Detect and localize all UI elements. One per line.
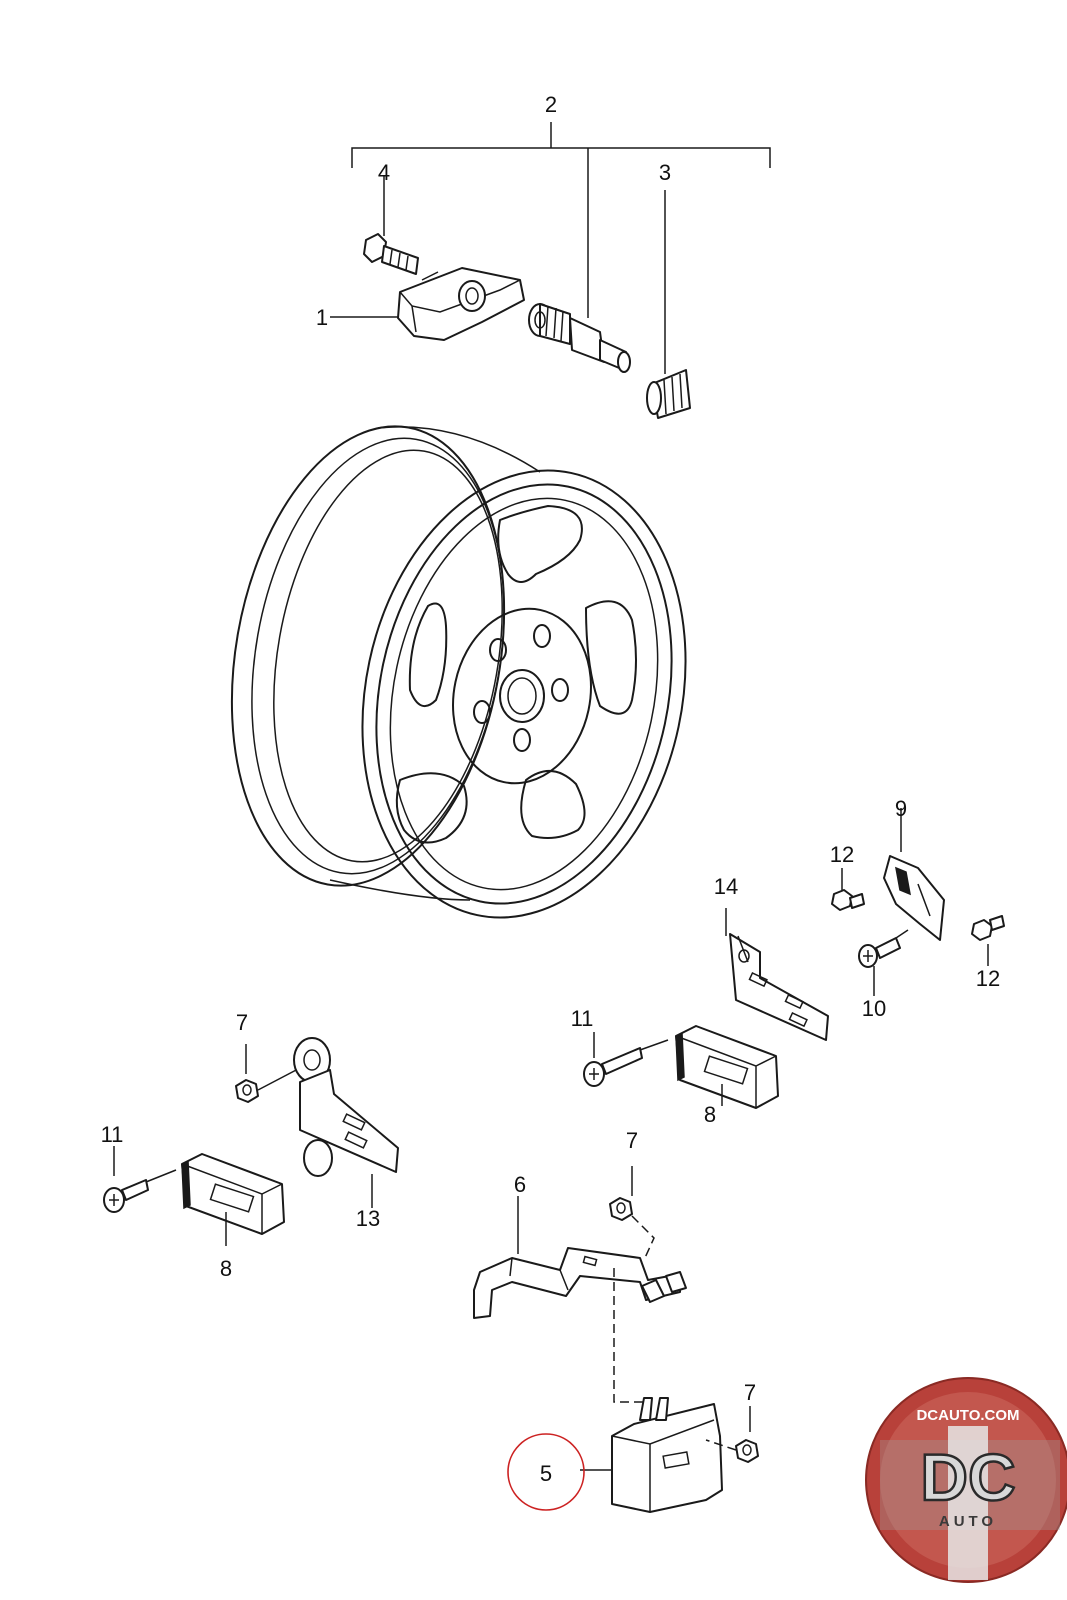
nut-part-7-lower [705,1406,759,1463]
callout-6: 6 [514,1172,526,1197]
screw-part-10 [858,929,909,996]
callout-12b: 12 [976,966,1000,991]
bracket-group-2 [351,122,771,318]
callout-9: 9 [895,796,907,821]
bracket-part-13 [293,1037,399,1208]
logo-url: DCAUTO.COM [916,1407,1019,1424]
valve-stem-part [528,303,631,373]
callout-3: 3 [659,160,671,185]
callout-10: 10 [862,996,886,1021]
callout-4: 4 [378,160,390,185]
callout-11-right: 11 [571,1006,594,1031]
callout-7-middle: 7 [626,1128,638,1153]
logo-auto: AUTO [939,1513,997,1530]
callout-8-right: 8 [704,1102,716,1127]
logo-dc: DC [920,1440,1015,1514]
bolt-part-4 [363,175,419,275]
callout-12a: 12 [830,842,854,867]
nut-part-7-middle [609,1166,655,1261]
callout-1: 1 [316,305,328,330]
nut-part-7-left [235,1044,301,1103]
screw-part-12b [971,915,1005,966]
callout-7-left: 7 [236,1010,248,1035]
callout-11-left: 11 [101,1122,124,1147]
callout-13: 13 [356,1206,380,1231]
clip-part-9 [883,808,945,941]
wheel-rim [230,425,687,919]
control-module-part-5 [580,1397,723,1513]
bracket-part-14 [725,908,829,1041]
callout-2: 2 [545,92,557,117]
callout-5: 5 [540,1461,552,1486]
sensor-part-8-left [181,1153,285,1246]
callout-7-lower: 7 [744,1380,756,1405]
bracket-part-6 [473,1196,687,1403]
screw-part-12a [831,868,865,911]
callout-14: 14 [714,874,738,899]
dcauto-logo: DCAUTO.COM DC AUTO [865,1377,1067,1583]
highlight-circle-5 [507,1433,585,1511]
sensor-part-1 [330,267,525,341]
sensor-part-8-right [675,1025,779,1109]
screw-part-11-left [103,1146,177,1213]
valve-cap-part-3 [646,190,691,419]
screw-part-11-right [583,1032,669,1087]
callout-8-left: 8 [220,1256,232,1281]
